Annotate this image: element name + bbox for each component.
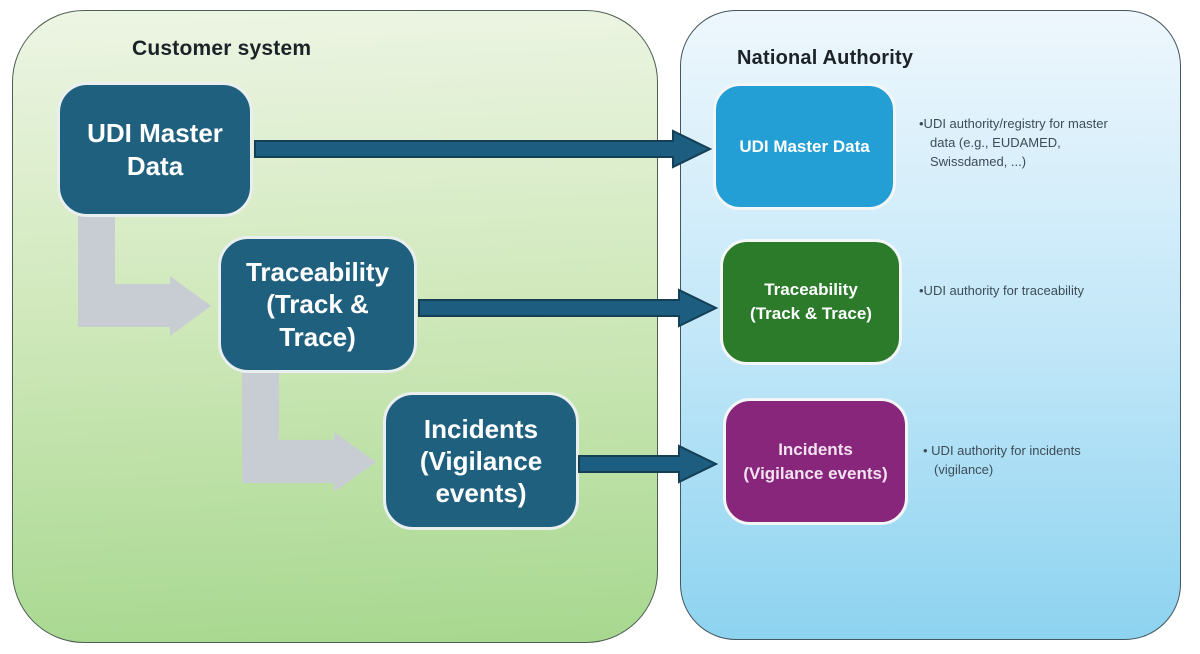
node-label-line: (Track & Trace) xyxy=(750,304,872,323)
node-udi-master-data-authority: UDI Master Data xyxy=(713,83,896,210)
node-label-line: Incidents xyxy=(423,413,539,444)
node-label-line: Data xyxy=(126,150,184,181)
node-label-line: UDI Master Data xyxy=(739,136,870,156)
note-line: •UDI authority for traceability xyxy=(919,283,1084,298)
node-traceability-source: Traceability (Track & Trace) xyxy=(218,236,417,373)
node-label-line: events) xyxy=(435,478,527,509)
node-label-line: (Vigilance xyxy=(419,445,543,476)
node-udi-master-data-source: UDI Master Data xyxy=(57,82,253,217)
node-label-line: Trace) xyxy=(279,321,356,352)
node-label-line: Traceability xyxy=(764,280,858,300)
note-traceability: •UDI authority for traceability xyxy=(919,282,1169,301)
note-line: •UDI authority/registry for master xyxy=(919,116,1108,131)
note-incidents: • UDI authority for incidents (vigilance… xyxy=(923,442,1173,480)
node-label-line: (Vigilance events) xyxy=(743,463,888,483)
node-label-line: UDI Master xyxy=(87,118,223,149)
note-line: (vigilance) xyxy=(934,461,994,477)
customer-system-panel: Customer system UDI Master Data Traceabi… xyxy=(12,10,658,643)
national-authority-panel: National Authority UDI Master Data •UDI … xyxy=(680,10,1181,640)
note-udi-master-data: •UDI authority/registry for master data … xyxy=(919,115,1169,172)
node-label-line: Traceability xyxy=(245,257,390,288)
node-incidents-authority: Incidents (Vigilance events) xyxy=(723,398,908,525)
note-line: Swissdamed, ...) xyxy=(930,153,1027,169)
authority-panel-title: National Authority xyxy=(737,47,914,69)
node-incidents-source: Incidents (Vigilance events) xyxy=(383,392,579,530)
customer-panel-title: Customer system xyxy=(132,37,312,60)
note-line: • UDI authority for incidents xyxy=(923,443,1081,458)
note-line: data (e.g., EUDAMED, xyxy=(930,134,1061,150)
node-label-line: Incidents xyxy=(778,439,853,459)
node-label-line: (Track & xyxy=(266,289,369,320)
node-traceability-authority: Traceability (Track & Trace) xyxy=(720,239,902,365)
